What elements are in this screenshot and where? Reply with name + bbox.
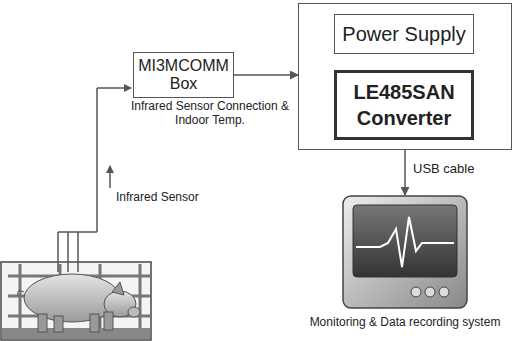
node-text: MI3MCOMM Box xyxy=(137,57,230,93)
connection-note: Infrared Sensor Connection & Indoor Temp… xyxy=(124,99,296,127)
edge-label: USB cable xyxy=(413,162,474,176)
sensor-wires xyxy=(58,88,131,272)
enclosure-box: Power SupplyLE485SAN Converter xyxy=(298,3,512,150)
pig-picture xyxy=(1,262,151,340)
converter-box: LE485SAN Converter xyxy=(334,70,474,140)
connector-arrow xyxy=(234,74,298,76)
node-text: LE485SAN Converter xyxy=(341,79,467,131)
node-text: Power Supply xyxy=(342,22,465,46)
monitor-icon xyxy=(342,195,468,309)
node-text: Monitoring & Data recording system xyxy=(300,315,510,330)
monitor-node: Monitoring & Data recording system xyxy=(300,195,510,339)
power-supply-box: Power Supply xyxy=(334,14,474,54)
comm-box: MI3MCOMM Box xyxy=(133,52,234,98)
sensor-label: Infrared Sensor xyxy=(116,190,206,204)
connector-arrow xyxy=(404,150,406,195)
